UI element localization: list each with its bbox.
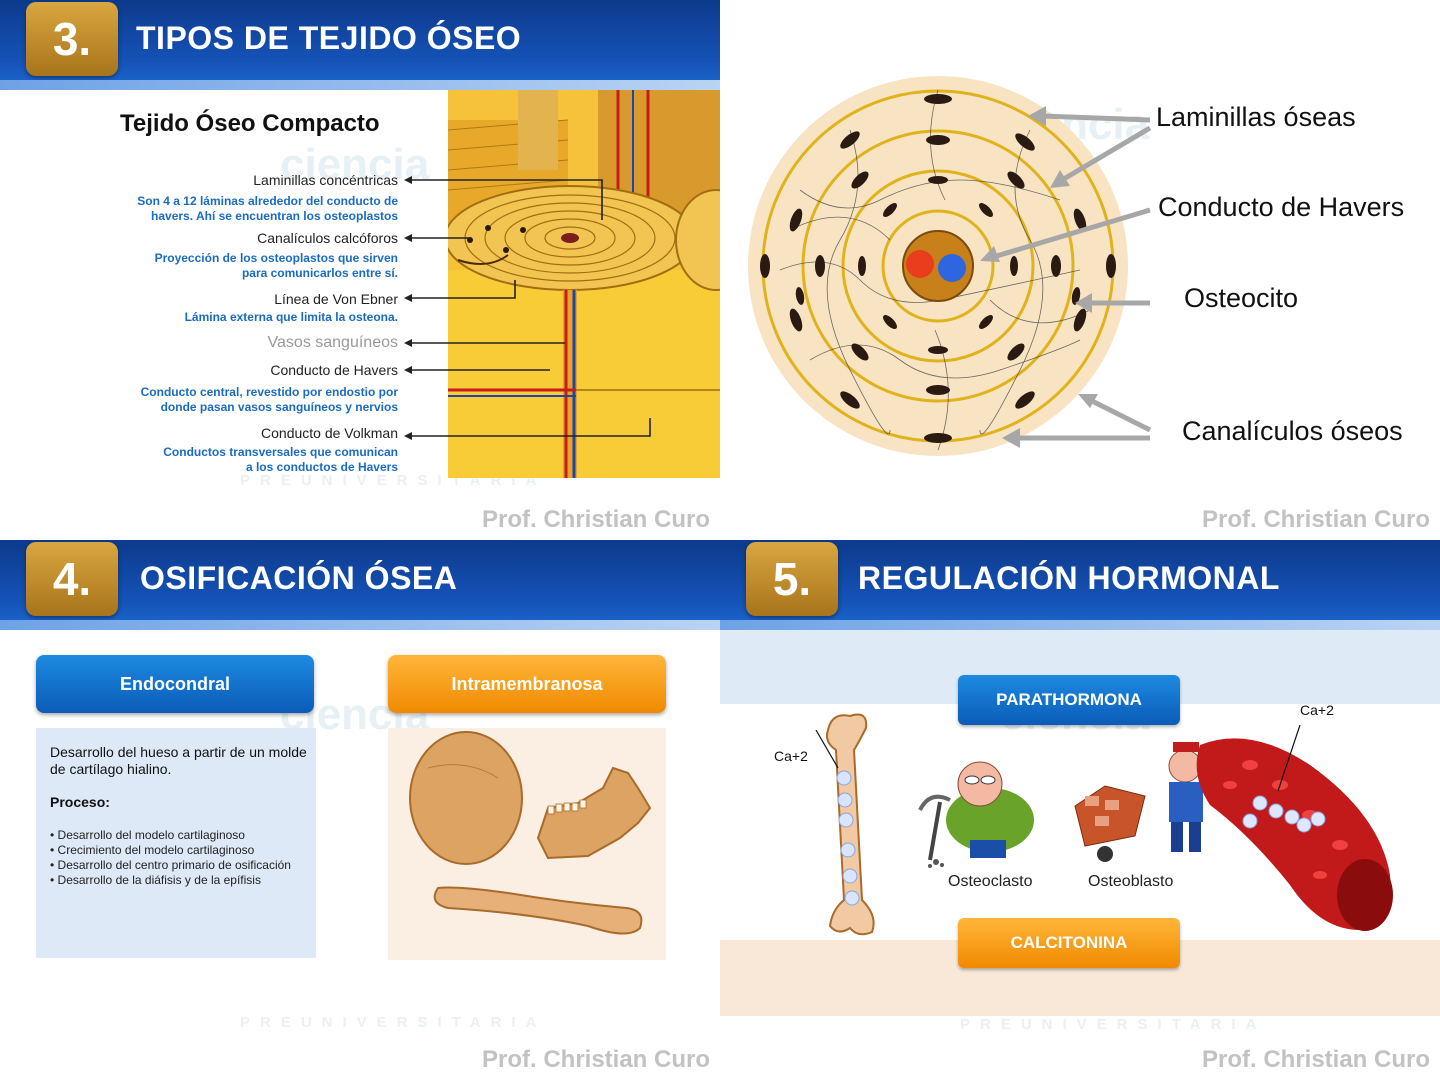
bone-illustration (815, 713, 875, 936)
intramembranosa-button[interactable]: Intramembranosa (388, 655, 666, 713)
calcium-label-right: Ca+2 (1300, 702, 1334, 718)
pointer-lines (404, 176, 651, 440)
list-item: Desarrollo del modelo cartilaginoso (50, 828, 291, 843)
endocondral-button[interactable]: Endocondral (36, 655, 314, 713)
process-steps-list: Desarrollo del modelo cartilaginoso Crec… (50, 828, 291, 888)
author-credit: Prof. Christian Curo (1201, 1046, 1430, 1073)
slide-header: 3. TIPOS DE TEJIDO ÓSEO (0, 0, 720, 90)
watermark-text: ciencia (280, 140, 430, 189)
label-arrows (980, 106, 1152, 448)
slide-header: 5. REGULACIÓN HORMONAL (720, 540, 1440, 630)
desc-havers-1: Conducto central, revestido por endostio… (140, 385, 398, 399)
slide-title: REGULACIÓN HORMONAL (858, 560, 1280, 596)
description-line-1: Desarrollo del hueso a partir de un mold… (50, 744, 307, 760)
label-laminillas-oseas: Laminillas óseas (1156, 102, 1356, 132)
blood-vessel-illustration (1196, 725, 1393, 931)
label-conducto-havers: Conducto de Havers (270, 362, 398, 378)
list-item: Desarrollo de la diáfisis y de la epífis… (50, 873, 291, 888)
author-credit: Prof. Christian Curo (481, 1046, 710, 1073)
section-subtitle: Tejido Óseo Compacto (120, 110, 380, 137)
slide-osificacion-osea: 4. OSIFICACIÓN ÓSEA ciencia PREUNIVERSIT… (0, 540, 720, 1080)
desc-laminillas-1: Son 4 a 12 láminas alrededor del conduct… (137, 194, 398, 208)
list-item: Crecimiento del modelo cartilaginoso (50, 843, 291, 858)
label-conducto-volkman: Conducto de Volkman (261, 425, 398, 441)
osteon-diagram (748, 76, 1128, 456)
desc-canaliculos-2: para comunicarlos entre sí. (241, 266, 398, 280)
label-canaliculos-calcoforos: Canalículos calcóforos (257, 230, 398, 246)
desc-canaliculos-1: Proyección de los osteoplastos que sirve… (154, 251, 398, 265)
desc-volkman-1: Conductos transversales que comunican (163, 445, 398, 459)
desc-volkman-2: a los conductos de Havers (245, 460, 398, 474)
slide-regulacion-hormonal: 5. REGULACIÓN HORMONAL ciencia PREUNIVER… (720, 540, 1440, 1080)
label-canaliculos-oseos: Canalículos óseos (1182, 416, 1403, 446)
watermark-line: PREUNIVERSITARIA (240, 1014, 547, 1031)
desc-laminillas-2: havers. Ahí se encuentran los osteoplast… (151, 209, 398, 223)
list-item: Desarrollo del centro primario de osific… (50, 858, 291, 873)
slide-number: 5. (746, 542, 838, 616)
osteoblast-cartoon (1074, 742, 1203, 862)
label-laminillas-concentricas: Laminillas concéntricas (253, 172, 398, 188)
osteoclast-cartoon (918, 761, 1034, 868)
parathormona-button[interactable]: PARATHORMONA (958, 675, 1180, 725)
slide-tipos-tejido-oseo: 3. TIPOS DE TEJIDO ÓSEO ciencia PREUNIVE… (0, 0, 720, 540)
slide-title: TIPOS DE TEJIDO ÓSEO (136, 20, 522, 56)
slide-number: 3. (26, 2, 118, 76)
author-credit: Prof. Christian Curo (1201, 506, 1430, 533)
watermark-line: PREUNIVERSITARIA (960, 1016, 1267, 1033)
desc-havers-2: donde pasan vasos sanguíneos y nervios (160, 400, 398, 414)
osteoblasto-label: Osteoblasto (1088, 873, 1174, 890)
slide-header: 4. OSIFICACIÓN ÓSEA (0, 540, 720, 630)
endocondral-description-box: Desarrollo del hueso a partir de un mold… (36, 728, 316, 958)
description-line-2: de cartílago hialino. (50, 761, 172, 777)
osteoclasto-label: Osteoclasto (948, 873, 1033, 890)
label-linea-von-ebner: Línea de Von Ebner (274, 291, 398, 307)
calcium-label-left: Ca+2 (774, 748, 808, 764)
calcitonina-button[interactable]: CALCITONINA (958, 918, 1180, 968)
desc-von-ebner: Lámina externa que limita la osteona. (184, 310, 398, 324)
skull-mandible-clavicle-illustration (388, 728, 666, 960)
slide-osteona-diagram: ciencia (720, 0, 1440, 540)
slide-title: OSIFICACIÓN ÓSEA (140, 560, 458, 596)
label-osteocito: Osteocito (1184, 283, 1299, 313)
author-credit: Prof. Christian Curo (481, 506, 710, 533)
proceso-label: Proceso: (50, 794, 110, 810)
label-conducto-havers-diagram: Conducto de Havers (1158, 192, 1405, 222)
label-vasos-sanguineos: Vasos sanguíneos (267, 334, 398, 351)
slide-number: 4. (26, 542, 118, 616)
